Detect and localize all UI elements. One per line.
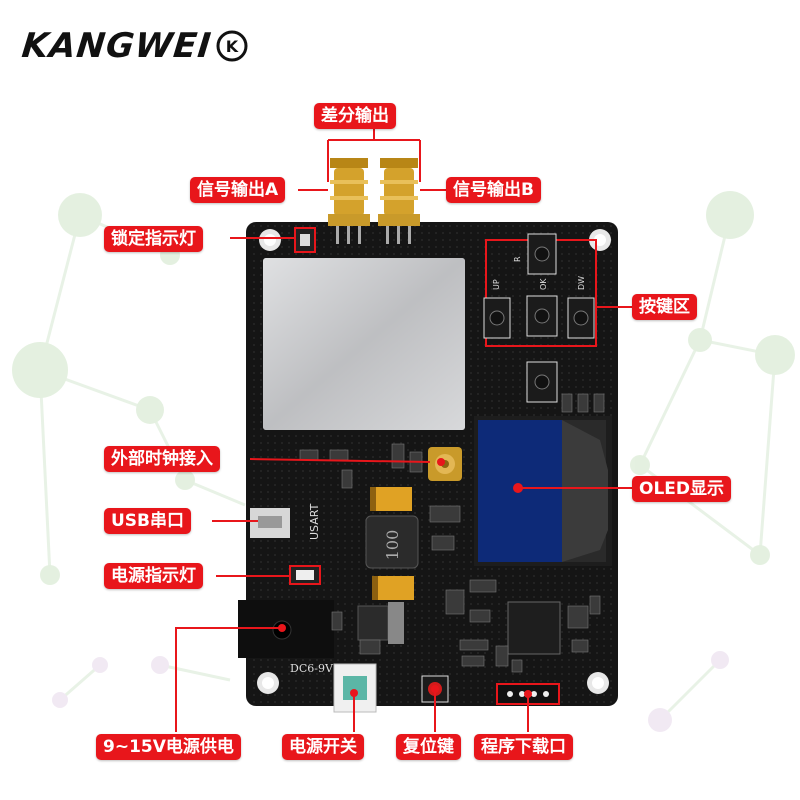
voltage-regulator <box>357 602 404 644</box>
callout-power-switch: 电源开关 <box>282 734 364 760</box>
mounting-holes <box>257 229 611 694</box>
leader-lines <box>175 128 640 732</box>
button-area: UP OK DW R <box>483 233 597 403</box>
brand-logo: KANGWEI K <box>19 24 249 68</box>
callout-button-area: 按键区 <box>632 294 697 320</box>
tantalum-capacitor-2 <box>372 576 414 600</box>
callout-button-area-text: 按键区 <box>639 297 690 317</box>
callout-external-clock-text: 外部时钟接入 <box>111 449 213 469</box>
brand-logo-text: KANGWEI <box>19 26 214 66</box>
external-clock-connector <box>428 447 462 481</box>
microcontroller <box>507 601 561 655</box>
button-ok-marker: OK <box>539 278 548 290</box>
callout-program-download: 程序下载口 <box>474 734 573 760</box>
callout-signal-output-b: 信号输出B <box>446 177 541 203</box>
callout-external-clock: 外部时钟接入 <box>104 446 220 472</box>
power-inductor: 100 <box>365 515 419 569</box>
tantalum-capacitor-1 <box>370 487 412 511</box>
callout-usb-serial-text: USB串口 <box>111 511 185 531</box>
callout-power-indicator-text: 电源指示灯 <box>111 566 196 586</box>
button-up[interactable] <box>483 297 511 339</box>
usb-connector <box>250 508 290 538</box>
lock-indicator-led <box>294 227 316 253</box>
button-up-marker: UP <box>492 279 501 290</box>
callout-differential-output-text: 差分输出 <box>321 106 389 126</box>
callout-power-indicator: 电源指示灯 <box>104 563 203 589</box>
callout-program-download-text: 程序下载口 <box>481 737 566 757</box>
callout-oled-display-text: OLED显示 <box>639 479 725 499</box>
callout-signal-output-b-text: 信号输出B <box>453 180 534 200</box>
callout-reset-button-text: 复位键 <box>403 737 454 757</box>
dc-silkscreen: DC6-9V <box>290 662 334 675</box>
usart-silkscreen: USART <box>308 503 321 540</box>
button-r[interactable] <box>527 233 557 275</box>
power-indicator-led <box>289 565 321 585</box>
button-ok[interactable] <box>526 295 558 337</box>
callout-signal-output-a: 信号输出A <box>190 177 286 203</box>
callout-usb-serial: USB串口 <box>104 508 192 534</box>
button-left[interactable] <box>526 361 558 403</box>
sma-connector-b <box>378 158 420 244</box>
inductor-label: 100 <box>383 530 402 561</box>
button-dw[interactable] <box>567 297 595 339</box>
smd-components <box>299 393 605 673</box>
callout-lock-indicator-text: 锁定指示灯 <box>111 229 196 249</box>
oled-display <box>474 416 612 566</box>
rf-shield <box>263 258 465 430</box>
sma-connector-a <box>328 158 370 244</box>
callout-reset-button: 复位键 <box>396 734 461 760</box>
callout-power-supply: 9~15V电源供电 <box>96 734 241 760</box>
callout-signal-output-a-text: 信号输出A <box>197 180 279 200</box>
brand-logo-mark-icon: K <box>216 30 248 62</box>
callout-differential-output: 差分输出 <box>314 103 396 129</box>
brand-logo-mark-text: K <box>226 37 239 56</box>
callout-power-switch-text: 电源开关 <box>289 737 357 757</box>
callout-oled-display: OLED显示 <box>632 476 732 502</box>
background-network-decoration <box>12 191 795 732</box>
callout-lock-indicator: 锁定指示灯 <box>104 226 203 252</box>
button-dw-marker: DW <box>577 276 586 290</box>
button-r-marker: R <box>513 256 522 262</box>
callout-power-supply-text: 9~15V电源供电 <box>103 737 234 757</box>
